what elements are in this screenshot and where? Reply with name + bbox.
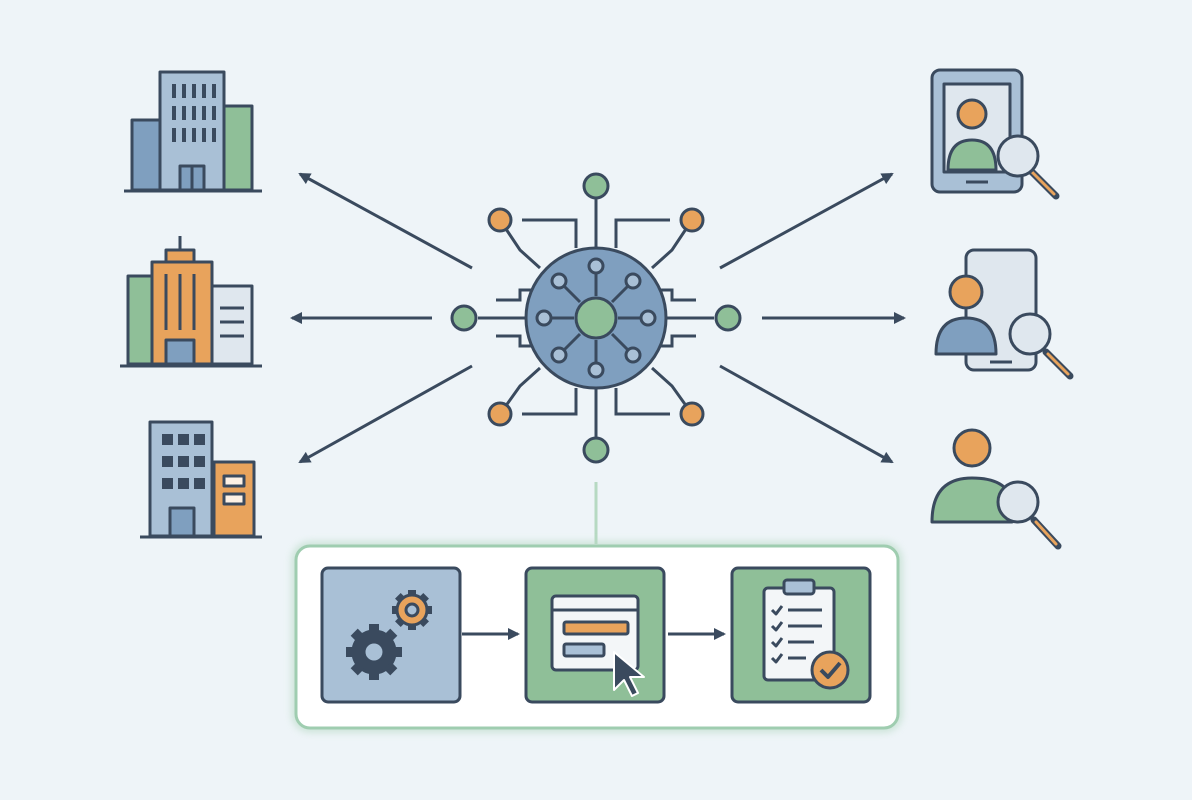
arrow-to-user-3 [719,364,894,464]
tablet-user-search-icon [930,68,1060,200]
arrow-to-building-3 [298,364,473,464]
workflow-panel [292,542,902,732]
workflow-step-checklist [730,566,872,704]
gears-icon [346,590,432,680]
building-icon-1 [124,70,262,193]
connector-arrows [290,172,906,464]
workflow-step-form [524,566,666,704]
building-icon-2 [120,236,262,368]
network-hub-icon [450,172,742,464]
user-search-icon [930,428,1062,550]
form-cursor-icon [550,594,645,697]
building-icon-3 [140,420,262,539]
clipboard-checklist-icon [762,578,850,690]
workflow-step-gears [320,566,462,704]
phone-user-search-icon [934,248,1074,380]
arrow-to-user-1 [719,172,894,270]
arrow-to-building-1 [298,172,473,270]
